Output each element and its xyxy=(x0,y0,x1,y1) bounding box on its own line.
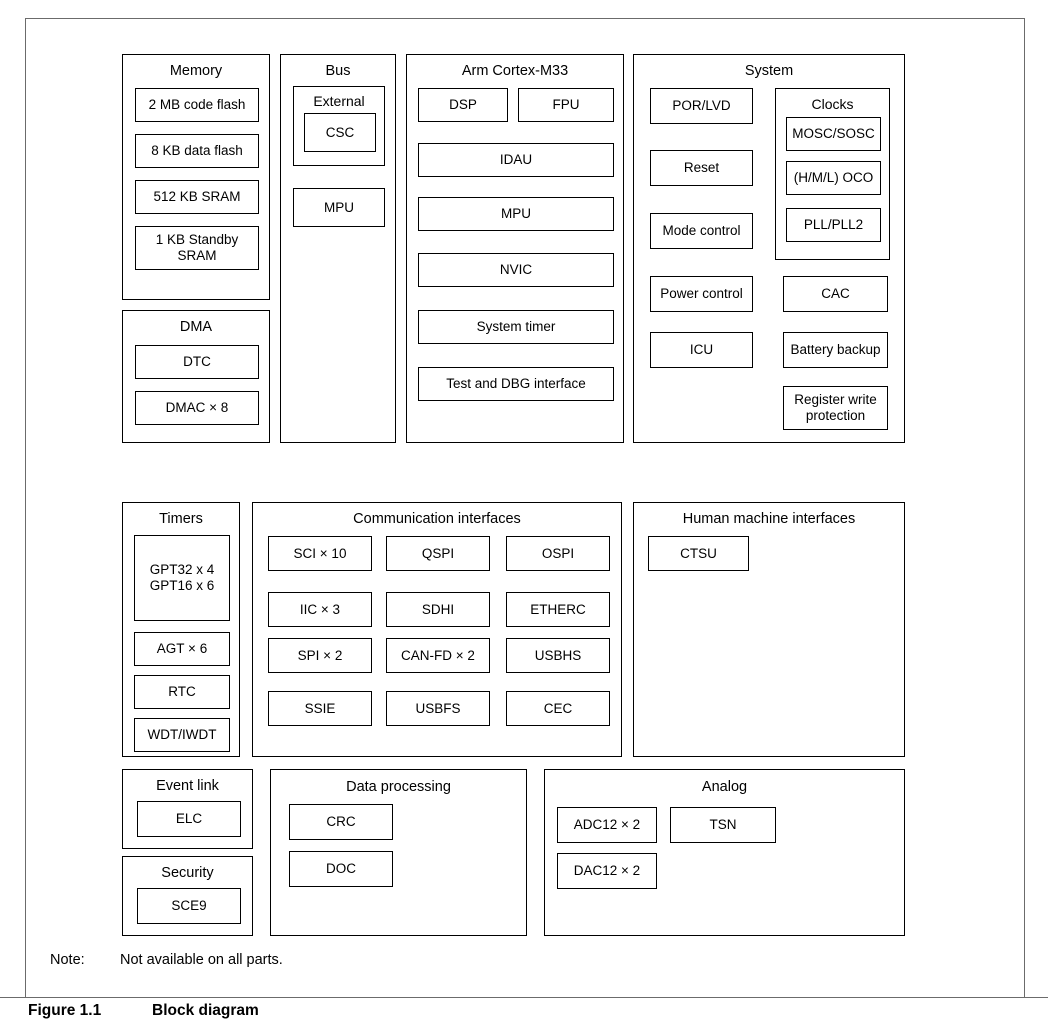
note-text: Not available on all parts. xyxy=(120,952,283,968)
box-icu: ICU xyxy=(650,332,753,368)
group-bus-title: Bus xyxy=(325,63,351,79)
group-human-machine-interfaces: Human machine interfaces CTSU xyxy=(633,502,905,757)
box-etherc: ETHERC xyxy=(506,592,610,627)
box-ctsu: CTSU xyxy=(648,536,749,571)
box-mode-control: Mode control xyxy=(650,213,753,249)
box-dac12: DAC12 × 2 xyxy=(557,853,657,889)
group-dma-title: DMA xyxy=(179,319,213,335)
group-event-link-title: Event link xyxy=(156,778,219,794)
box-sce9: SCE9 xyxy=(137,888,241,924)
box-iic: IIC × 3 xyxy=(268,592,372,627)
box-pll-pll2: PLL/PLL2 xyxy=(786,208,881,242)
group-data-processing-title: Data processing xyxy=(346,779,451,795)
box-sci: SCI × 10 xyxy=(268,536,372,571)
group-system: System POR/LVD Reset Mode control Power … xyxy=(633,54,905,443)
figure-title: Block diagram xyxy=(152,1002,259,1019)
box-dsp: DSP xyxy=(418,88,508,122)
box-dmac: DMAC × 8 xyxy=(135,391,259,425)
group-timers-title: Timers xyxy=(159,511,203,527)
box-crc: CRC xyxy=(289,804,393,840)
subgroup-external-title: External xyxy=(313,93,365,109)
box-sdhi: SDHI xyxy=(386,592,490,627)
box-ssie: SSIE xyxy=(268,691,372,726)
group-analog-title: Analog xyxy=(701,779,748,795)
group-communication-interfaces: Communication interfaces SCI × 10 QSPI O… xyxy=(252,502,622,757)
group-hmi-title: Human machine interfaces xyxy=(682,511,856,527)
box-idau: IDAU xyxy=(418,143,614,177)
group-bus: Bus External CSC MPU xyxy=(280,54,396,443)
subgroup-external: External CSC xyxy=(293,86,385,166)
group-event-link: Event link ELC xyxy=(122,769,253,849)
group-data-processing: Data processing CRC DOC xyxy=(270,769,527,936)
group-analog: Analog ADC12 × 2 TSN DAC12 × 2 xyxy=(544,769,905,936)
box-hml-oco: (H/M/L) OCO xyxy=(786,161,881,195)
group-security: Security SCE9 xyxy=(122,856,253,936)
box-register-write-protection: Register write protection xyxy=(783,386,888,430)
note-label: Note: xyxy=(50,952,85,968)
box-data-flash: 8 KB data flash xyxy=(135,134,259,168)
caption-divider xyxy=(0,997,1048,998)
box-dtc: DTC xyxy=(135,345,259,379)
box-adc12: ADC12 × 2 xyxy=(557,807,657,843)
figure-number: Figure 1.1 xyxy=(28,1002,102,1019)
box-cortex-mpu: MPU xyxy=(418,197,614,231)
box-doc: DOC xyxy=(289,851,393,887)
box-test-dbg-interface: Test and DBG interface xyxy=(418,367,614,401)
box-rtc: RTC xyxy=(134,675,230,709)
group-memory-title: Memory xyxy=(169,63,223,79)
box-can-fd: CAN-FD × 2 xyxy=(386,638,490,673)
box-bus-mpu: MPU xyxy=(293,188,385,227)
box-standby-sram: 1 KB Standby SRAM xyxy=(135,226,259,270)
box-usbhs: USBHS xyxy=(506,638,610,673)
box-qspi: QSPI xyxy=(386,536,490,571)
box-cac: CAC xyxy=(783,276,888,312)
box-agt: AGT × 6 xyxy=(134,632,230,666)
box-tsn: TSN xyxy=(670,807,776,843)
box-sram: 512 KB SRAM xyxy=(135,180,259,214)
group-communication-title: Communication interfaces xyxy=(353,511,521,527)
group-security-title: Security xyxy=(161,865,214,881)
box-fpu: FPU xyxy=(518,88,614,122)
group-timers: Timers GPT32 x 4 GPT16 x 6 AGT × 6 RTC W… xyxy=(122,502,240,757)
subgroup-clocks-title: Clocks xyxy=(811,96,854,112)
group-system-title: System xyxy=(744,63,794,79)
box-wdt-iwdt: WDT/IWDT xyxy=(134,718,230,752)
box-system-timer: System timer xyxy=(418,310,614,344)
box-por-lvd: POR/LVD xyxy=(650,88,753,124)
box-gpt: GPT32 x 4 GPT16 x 6 xyxy=(134,535,230,621)
subgroup-clocks: Clocks MOSC/SOSC (H/M/L) OCO PLL/PLL2 xyxy=(775,88,890,260)
box-mosc-sosc: MOSC/SOSC xyxy=(786,117,881,151)
group-dma: DMA DTC DMAC × 8 xyxy=(122,310,270,443)
box-spi: SPI × 2 xyxy=(268,638,372,673)
box-ospi: OSPI xyxy=(506,536,610,571)
group-arm-cortex-m33: Arm Cortex-M33 DSP FPU IDAU MPU NVIC Sys… xyxy=(406,54,624,443)
group-cortex-title: Arm Cortex-M33 xyxy=(461,63,569,79)
box-usbfs: USBFS xyxy=(386,691,490,726)
box-elc: ELC xyxy=(137,801,241,837)
box-reset: Reset xyxy=(650,150,753,186)
box-power-control: Power control xyxy=(650,276,753,312)
box-battery-backup: Battery backup xyxy=(783,332,888,368)
box-csc: CSC xyxy=(304,113,376,152)
group-memory: Memory 2 MB code flash 8 KB data flash 5… xyxy=(122,54,270,300)
box-cec: CEC xyxy=(506,691,610,726)
box-code-flash: 2 MB code flash xyxy=(135,88,259,122)
box-nvic: NVIC xyxy=(418,253,614,287)
